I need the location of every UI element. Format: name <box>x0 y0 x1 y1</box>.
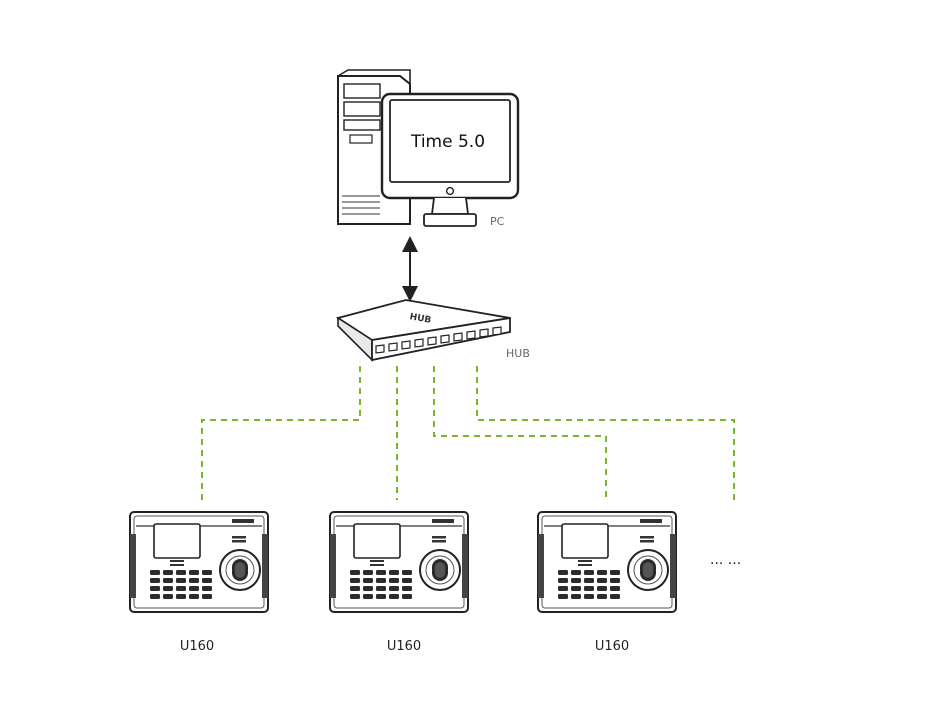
device-u160-1 <box>129 511 269 613</box>
hub-body-text: HUB <box>409 312 432 326</box>
device-label-1: U160 <box>180 639 214 654</box>
device-label-3: U160 <box>595 639 629 654</box>
cable-more-devices <box>476 366 735 502</box>
device-u160-2 <box>329 511 469 613</box>
device-label-2: U160 <box>387 639 421 654</box>
pc-icon: Time 5.0 PC <box>337 69 520 228</box>
hub-icon: HUB HUB <box>335 299 530 362</box>
network-cables <box>201 366 735 502</box>
monitor-screen-text: Time 5.0 <box>410 132 485 152</box>
cable-device-3 <box>433 366 607 500</box>
device-u160-3 <box>537 511 677 613</box>
hub-label: HUB <box>506 347 530 360</box>
monitor: Time 5.0 <box>380 92 520 227</box>
pc-label: PC <box>490 215 505 228</box>
cable-device-1 <box>201 366 361 500</box>
more-devices-indicator: ... ... <box>710 552 741 568</box>
